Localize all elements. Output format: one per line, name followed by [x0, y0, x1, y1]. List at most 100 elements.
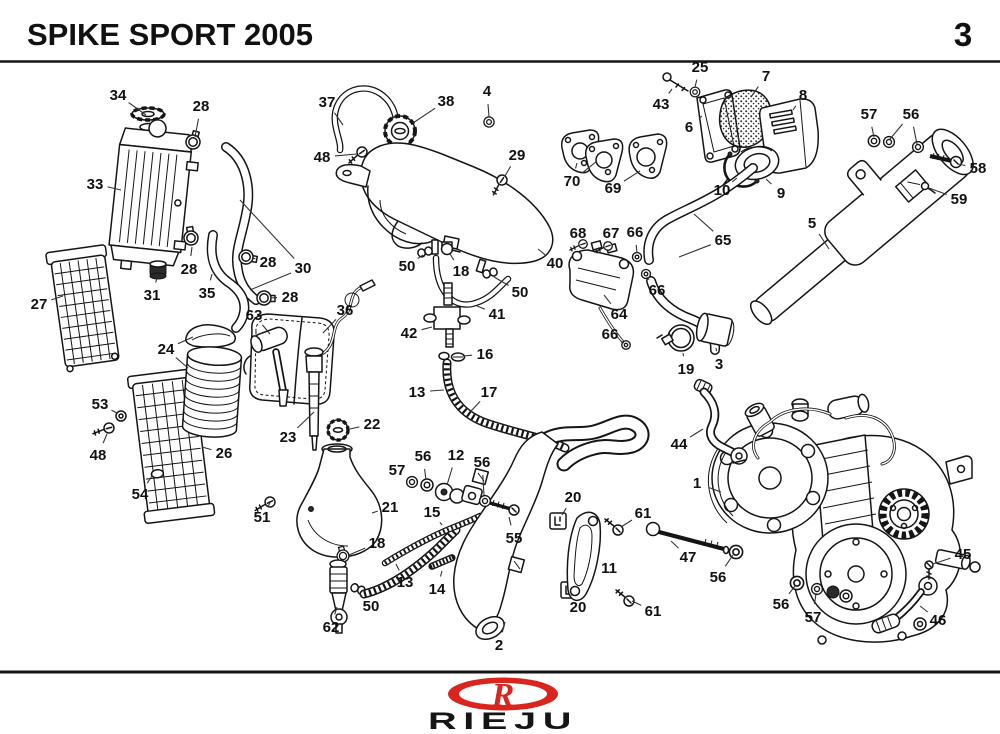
leader-line [635, 244, 638, 254]
part-number-label: 28 [181, 261, 198, 278]
leader-line [155, 277, 158, 283]
silencer-screw [920, 181, 936, 194]
part-number-label: 56 [710, 569, 727, 586]
bolt-and-washer [662, 72, 701, 98]
leader-line [107, 186, 122, 191]
part-number-label: 1 [693, 475, 701, 492]
part-number-label: 7 [762, 68, 770, 85]
part-number-label: 58 [970, 160, 987, 177]
leader-line [177, 336, 194, 345]
part-number-label: 12 [448, 447, 465, 464]
part-number-label: 35 [199, 285, 216, 302]
part-number-label: 57 [805, 609, 822, 626]
brand-logo: R RIEJU [428, 677, 578, 734]
leader-line [765, 178, 772, 185]
part-number-label: 20 [565, 489, 582, 506]
part-number-label: 24 [158, 341, 175, 358]
leader-line [574, 162, 578, 169]
screw [92, 417, 117, 443]
leader-line [371, 510, 378, 514]
part-number-label: 13 [409, 384, 426, 401]
throttle-cable [381, 512, 484, 567]
fuel-valve [440, 241, 461, 256]
part-number-label: 56 [903, 106, 920, 123]
part-number-label: 8 [799, 87, 807, 104]
leader-line [620, 340, 625, 344]
leader-line [631, 600, 642, 606]
logo-letter: R [491, 677, 515, 714]
washer [483, 116, 495, 128]
brand-wordmark: RIEJU [428, 708, 578, 734]
part-number-label: 14 [429, 581, 446, 598]
part-number-label: 56 [773, 596, 790, 613]
part-number-label: 65 [715, 232, 732, 249]
petcock [423, 282, 471, 348]
leader-line [689, 428, 704, 438]
gearshift-lever [871, 576, 938, 634]
washer [839, 589, 853, 603]
leader-line [333, 112, 344, 126]
fuel-hose [432, 254, 512, 308]
part-number-label: 66 [602, 326, 619, 343]
leader-line [349, 426, 360, 430]
rubber-sleeve [695, 312, 735, 347]
leader-line [646, 276, 650, 281]
part-number-label: 15 [424, 504, 441, 521]
part-number-label: 59 [951, 191, 968, 208]
screw-45 [924, 560, 934, 580]
leader-line [493, 276, 509, 286]
exhaust-bracket [566, 511, 602, 602]
oil-pump [568, 240, 635, 345]
carburettor [718, 89, 773, 148]
leader-line [482, 474, 485, 496]
part-number-label: 40 [547, 255, 564, 272]
part-number-label: 63 [246, 307, 263, 324]
leader-line [715, 347, 718, 352]
spacer [867, 134, 881, 148]
leader-line [446, 467, 453, 486]
leader-line [194, 118, 200, 138]
leader-line [348, 547, 366, 556]
hose-clip [416, 245, 434, 259]
leader-line [668, 88, 673, 94]
part-number-label: 18 [369, 535, 386, 552]
leader-line [788, 585, 796, 595]
leader-line [297, 411, 315, 429]
screw [615, 589, 635, 607]
leader-line [251, 257, 256, 260]
leader-line [421, 326, 433, 331]
intake-gaskets [560, 129, 624, 183]
part-number-label: 64 [611, 306, 628, 323]
part-number-label: 3 [715, 356, 723, 373]
leader-line [128, 102, 147, 116]
leader-line [912, 126, 918, 145]
leader-line [620, 519, 633, 528]
leader-line [928, 187, 947, 196]
part-number-label: 44 [671, 436, 688, 453]
part-number-label: 2 [495, 637, 503, 654]
silencer-bolt [929, 152, 963, 169]
leader-line [439, 570, 443, 577]
part-number-label: 61 [635, 505, 652, 522]
spring [432, 558, 452, 566]
leader-line [623, 170, 641, 182]
part-number-label: 66 [627, 224, 644, 241]
leader-line [731, 177, 738, 183]
part-number-label: 70 [564, 173, 581, 190]
part-number-label: 9 [777, 185, 785, 202]
part-number-label: 50 [512, 284, 529, 301]
leader-line [919, 605, 929, 613]
part-number-label: 27 [31, 296, 48, 313]
leader-line [508, 516, 512, 526]
page-number: 3 [954, 16, 972, 53]
leader-line [111, 409, 118, 414]
grille-drain-detail [150, 468, 165, 479]
washer [789, 575, 805, 591]
leader-line [51, 295, 64, 301]
part-number-label: 17 [481, 384, 498, 401]
leader-line [724, 554, 734, 567]
part-number-label: 55 [506, 530, 523, 547]
part-number-label: 34 [110, 87, 127, 104]
part-number-label: 54 [132, 486, 149, 503]
